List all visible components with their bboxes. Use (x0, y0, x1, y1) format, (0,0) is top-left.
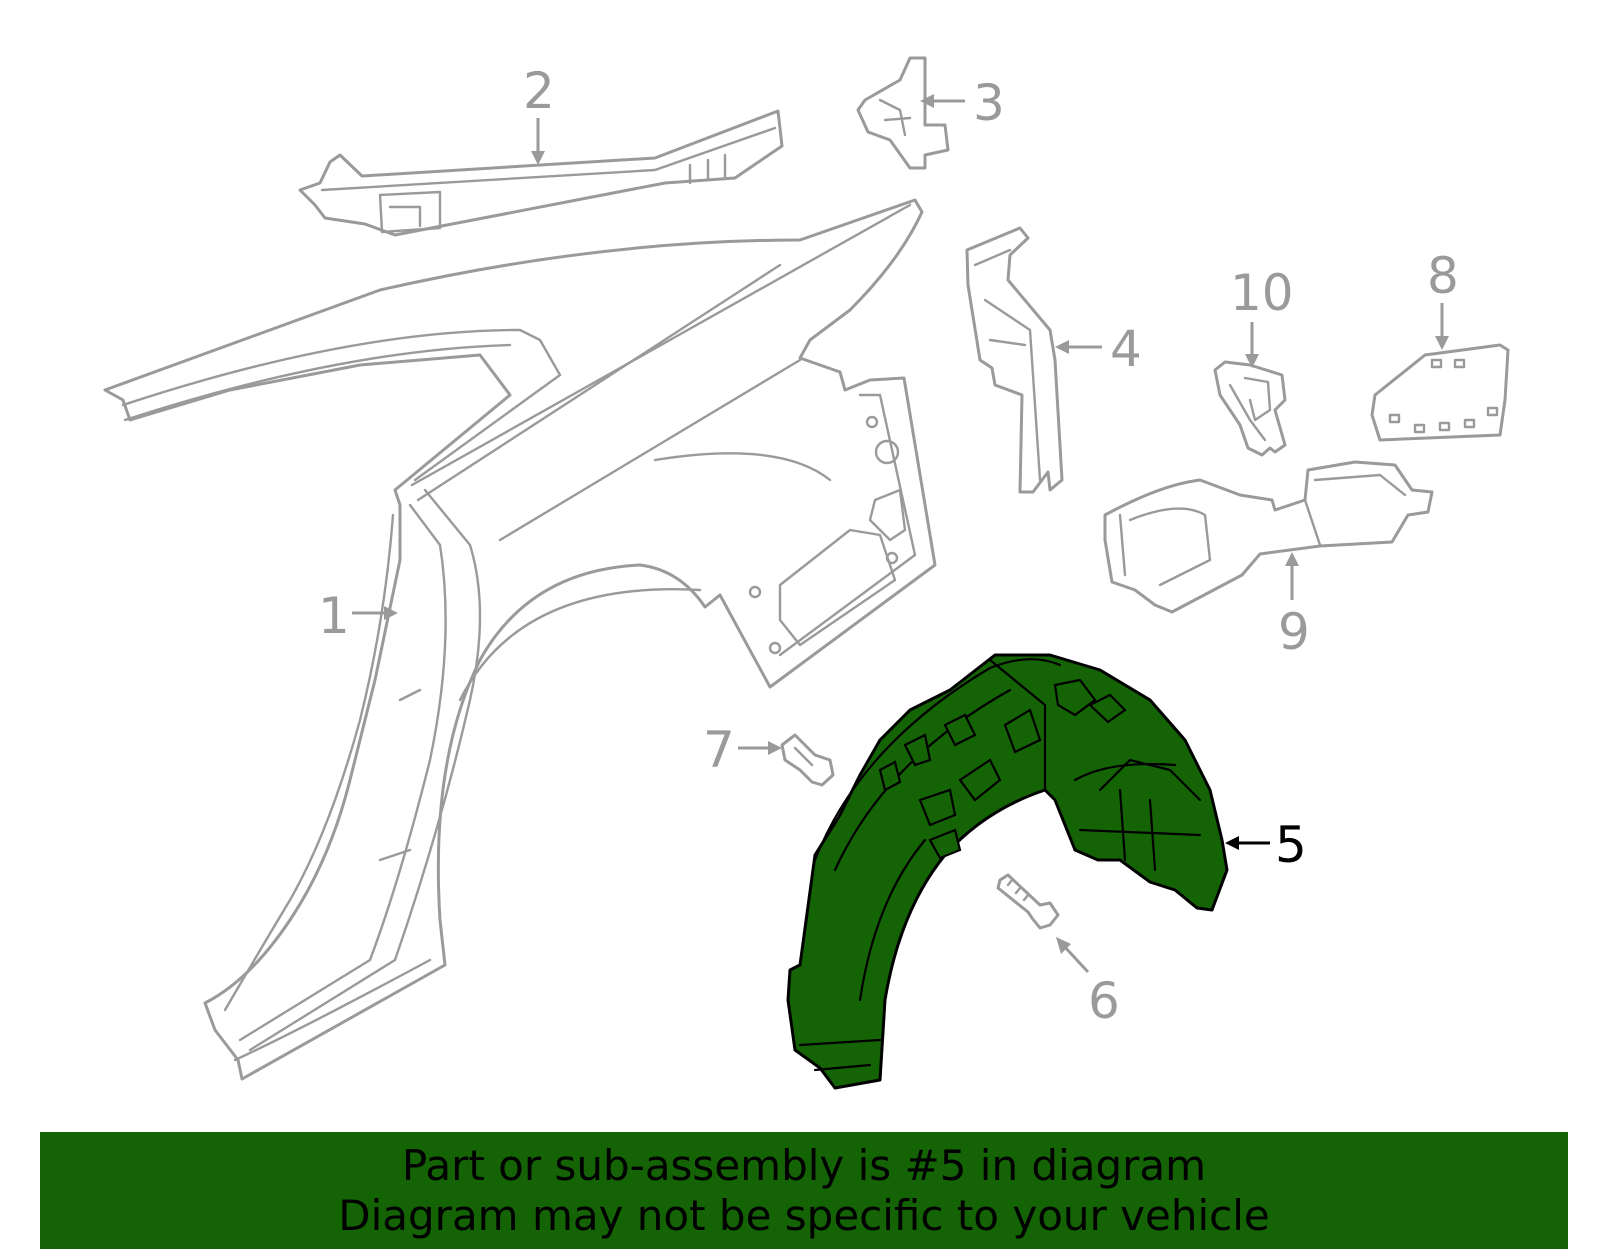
part-4-reinforcement[interactable] (965, 226, 1064, 494)
callout-2: 2 (523, 62, 555, 165)
callout-10: 10 (1230, 264, 1294, 368)
part-1-quarter-panel[interactable] (103, 198, 937, 1081)
callout-2-label: 2 (523, 62, 555, 120)
part-9-filler-housing[interactable] (1103, 460, 1434, 614)
callout-6-label: 6 (1088, 972, 1120, 1030)
part-10-bracket[interactable] (1213, 360, 1287, 457)
callout-8: 8 (1427, 247, 1459, 350)
part-3-bracket[interactable] (856, 56, 950, 170)
callout-8-label: 8 (1427, 247, 1459, 305)
callout-3: 3 (920, 74, 1005, 132)
callout-1: 1 (318, 587, 398, 645)
banner-line-2: Diagram may not be specific to your vehi… (338, 1190, 1270, 1240)
callout-7-label: 7 (703, 721, 735, 779)
callout-7: 7 (703, 721, 782, 779)
callout-10-label: 10 (1230, 264, 1294, 322)
part-8-plate[interactable] (1370, 343, 1510, 442)
callout-9-label: 9 (1278, 603, 1310, 661)
callout-9: 9 (1278, 552, 1310, 661)
part-2-upper-rail[interactable] (298, 109, 784, 237)
info-banner: Part or sub-assembly is #5 in diagram Di… (40, 1132, 1568, 1249)
part-6-bolt[interactable] (996, 873, 1060, 930)
callout-5: 5 (1225, 816, 1307, 874)
part-7-clip[interactable] (780, 733, 835, 787)
callout-1-label: 1 (318, 587, 350, 645)
part-5-wheelhouse-liner[interactable] (786, 653, 1229, 1090)
callout-6: 6 (1056, 937, 1120, 1030)
callout-5-label: 5 (1275, 816, 1307, 874)
callout-4-label: 4 (1110, 320, 1142, 378)
banner-line-1: Part or sub-assembly is #5 in diagram (401, 1140, 1207, 1190)
callout-3-label: 3 (973, 74, 1005, 132)
callout-4: 4 (1055, 320, 1142, 378)
